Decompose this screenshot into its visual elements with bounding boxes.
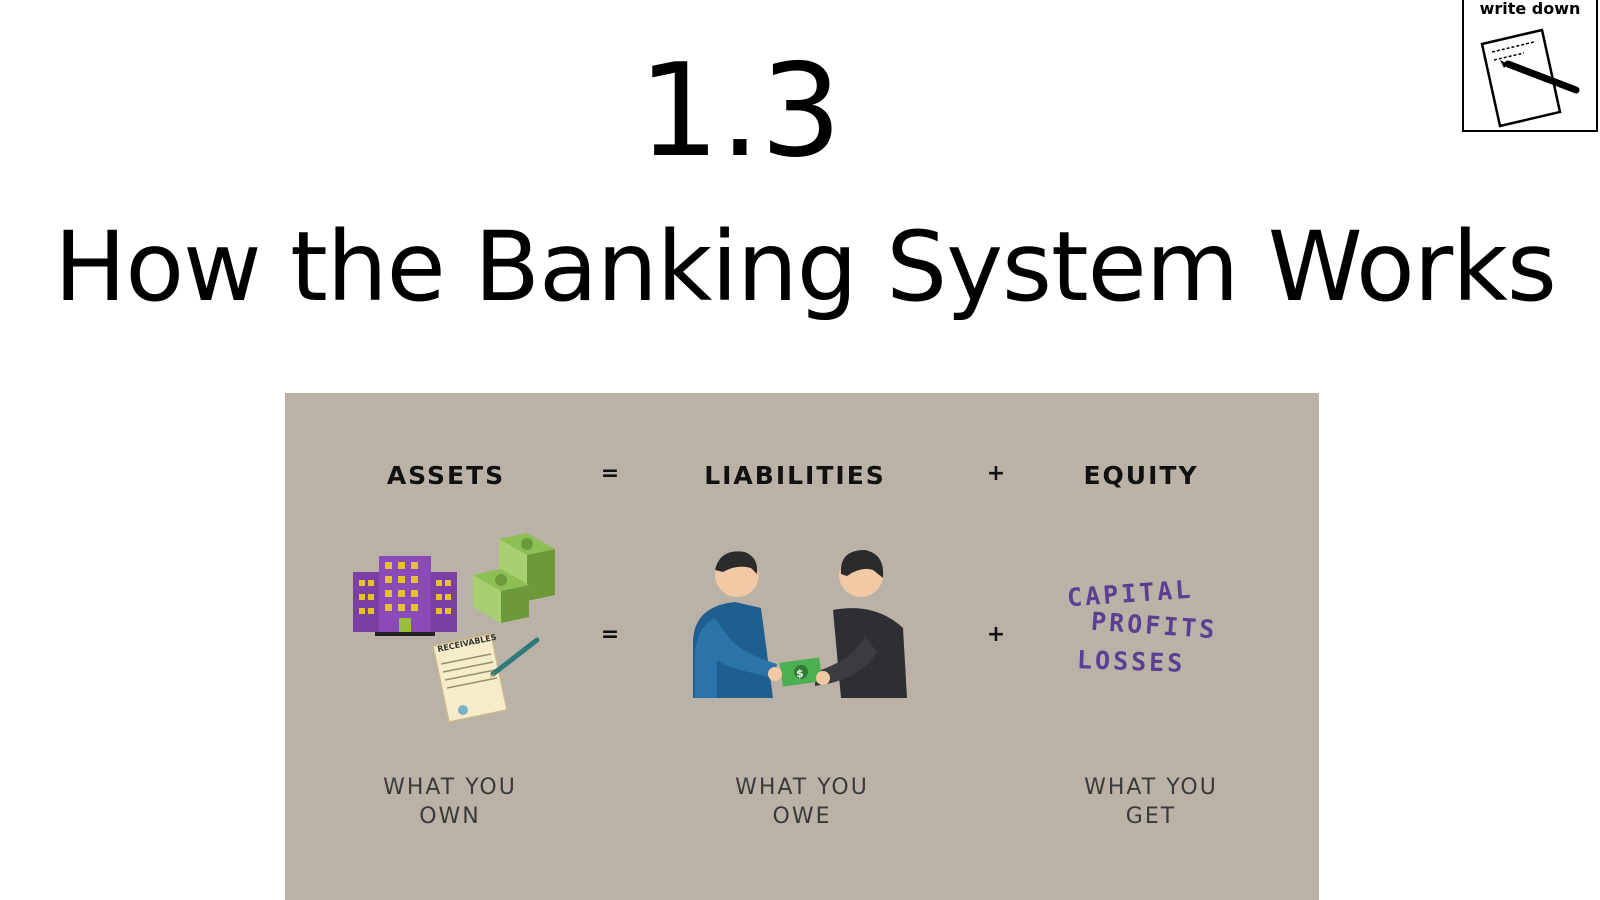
assets-heading: ASSETS <box>386 461 506 490</box>
equals-sign: = <box>600 461 620 486</box>
plus-sign: + <box>986 461 1006 486</box>
write-down-label: write down <box>1479 0 1581 18</box>
liabilities-heading: LIABILITIES <box>704 461 886 490</box>
bill-dollar-sign: $ <box>796 667 804 680</box>
equity-caption: WHAT YOU GET <box>1021 773 1281 831</box>
liabilities-caption-line2: OWE <box>772 804 832 829</box>
assets-caption: WHAT YOU OWN <box>320 773 580 831</box>
accounting-equation-panel: ASSETS = LIABILITIES + EQUITY <box>285 393 1319 900</box>
office-building-icon <box>353 556 457 636</box>
equity-item-profits: PROFITS <box>1090 606 1219 645</box>
equals-sign-row2: = <box>600 622 620 647</box>
receivables-document-icon: RECEIVABLES <box>433 633 540 723</box>
page-title: How the Banking System Works <box>54 211 1557 323</box>
assets-caption-line1: WHAT YOU <box>383 775 517 800</box>
money-stacks-icon <box>473 533 555 623</box>
assets-caption-line2: OWN <box>419 804 481 829</box>
equity-caption-line1: WHAT YOU <box>1084 775 1218 800</box>
equity-item-losses: LOSSES <box>1076 645 1186 678</box>
write-down-badge: write down <box>1462 0 1598 132</box>
equity-heading: EQUITY <box>1083 461 1199 490</box>
section-number: 1.3 <box>638 37 842 186</box>
handshake-people-icon: $ <box>693 550 907 698</box>
equity-caption-line2: GET <box>1125 804 1177 829</box>
plus-sign-row2: + <box>986 622 1006 647</box>
equity-item-capital: CAPITAL <box>1066 574 1195 613</box>
paper-and-pencil-icon <box>1480 28 1580 128</box>
liabilities-caption-line1: WHAT YOU <box>735 775 869 800</box>
liabilities-caption: WHAT YOU OWE <box>672 773 932 831</box>
